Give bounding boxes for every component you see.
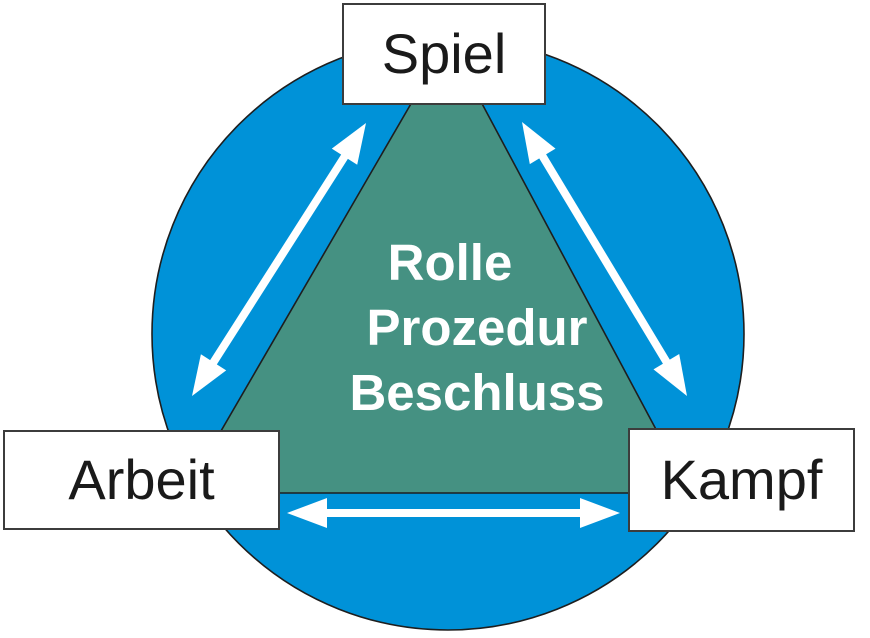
- arrowhead-down: [653, 354, 687, 396]
- node-arbeit-label: Arbeit: [68, 448, 215, 511]
- node-spiel-label: Spiel: [381, 22, 507, 85]
- node-spiel: Spiel: [342, 3, 546, 105]
- node-kampf-label: Kampf: [660, 448, 823, 511]
- arrow-shaft: [535, 147, 674, 371]
- arrow-shaft: [205, 147, 353, 372]
- arrowhead-left: [287, 498, 327, 528]
- arrowhead-up: [522, 122, 556, 165]
- arrowhead-down: [192, 354, 227, 396]
- center-label-line-1: Rolle: [387, 234, 513, 291]
- arrowhead-up: [331, 123, 366, 165]
- arrow-spiel-arbeit: [192, 123, 366, 396]
- arrowhead-right: [580, 498, 620, 528]
- node-arbeit: Arbeit: [3, 430, 280, 530]
- node-kampf: Kampf: [628, 428, 855, 532]
- arrow-arbeit-kampf: [287, 498, 620, 528]
- inner-triangle: [183, 38, 692, 494]
- arrow-spiel-kampf: [522, 122, 687, 396]
- center-label-line-2: Prozedur: [366, 299, 588, 356]
- center-label-line-3: Beschluss: [349, 364, 605, 421]
